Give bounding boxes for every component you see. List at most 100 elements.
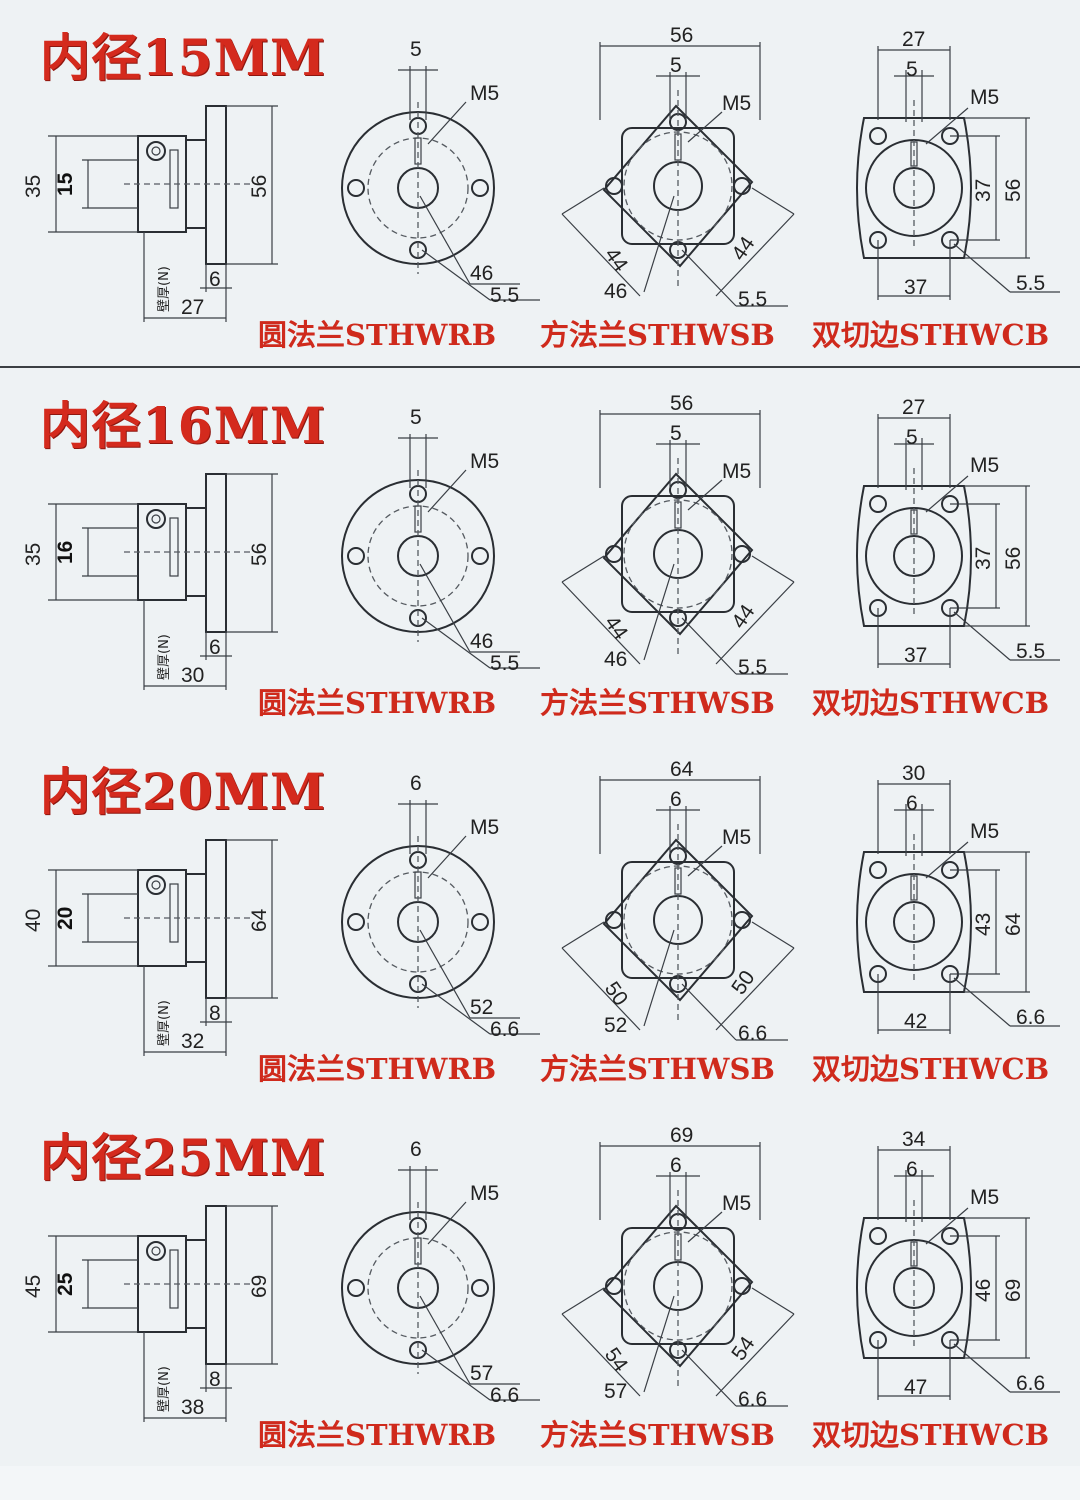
slot-width-label: 6 bbox=[906, 1158, 918, 1181]
mount-hole-label: 5.5 bbox=[1016, 640, 1045, 663]
hole-spacing-label: 46 bbox=[972, 1279, 995, 1302]
bottom-spacing-label: 37 bbox=[904, 276, 927, 299]
mount-hole-label: 5.5 bbox=[738, 288, 767, 311]
set-screw-label: M5 bbox=[970, 820, 999, 843]
flange-width-label: 34 bbox=[902, 1128, 926, 1151]
slot-width-label: 6 bbox=[906, 792, 918, 815]
mount-hole-label: 6.6 bbox=[490, 1018, 519, 1041]
bolt-circle-label: 57 bbox=[604, 1380, 627, 1403]
flange-height-label: 64 bbox=[248, 908, 271, 932]
slot-width-label: 6 bbox=[670, 788, 682, 811]
set-screw-label: M5 bbox=[470, 450, 499, 473]
bolt-circle-label: 46 bbox=[604, 280, 627, 303]
wall-thickness-label: 壁厚(N) bbox=[157, 266, 172, 312]
body-length-label: 27 bbox=[181, 296, 204, 319]
double-cut-flange-caption: 双切边STHWCB bbox=[812, 318, 1050, 352]
flange-height-label: 64 bbox=[1002, 912, 1025, 936]
square-flange-caption: 方法兰STHWSB bbox=[540, 686, 775, 720]
slot-width-label: 5 bbox=[670, 54, 682, 77]
flange-thickness-label: 8 bbox=[209, 1368, 221, 1391]
mount-hole-label: 5.5 bbox=[1016, 272, 1045, 295]
body-length-label: 38 bbox=[181, 1396, 204, 1419]
flange-height-label: 69 bbox=[248, 1275, 271, 1298]
set-screw-label: M5 bbox=[722, 826, 751, 849]
flange-width-label: 27 bbox=[902, 28, 925, 51]
flange-width-label: 69 bbox=[670, 1124, 693, 1147]
bore-diameter-label: 25 bbox=[54, 1272, 77, 1296]
double-cut-flange-caption: 双切边STHWCB bbox=[812, 1052, 1050, 1086]
diagonal-right-label: 54 bbox=[727, 1332, 759, 1365]
flange-width-label: 30 bbox=[902, 762, 925, 785]
flange-thickness-label: 8 bbox=[209, 1002, 221, 1025]
slot-width-label: 6 bbox=[410, 1138, 422, 1161]
round-flange-drawing: 6M5 526.6 bbox=[341, 772, 540, 1041]
set-screw-label: M5 bbox=[722, 1192, 751, 1215]
hole-spacing-label: 37 bbox=[972, 179, 995, 202]
set-screw-label: M5 bbox=[470, 82, 499, 105]
mount-hole-label: 6.6 bbox=[1016, 1006, 1045, 1029]
diagonal-right-label: 44 bbox=[727, 232, 759, 265]
flange-width-label: 56 bbox=[670, 392, 693, 415]
diagonal-left-label: 54 bbox=[600, 1344, 632, 1377]
mount-hole-label: 6.6 bbox=[738, 1388, 767, 1411]
round-flange-caption: 圆法兰STHWRB bbox=[258, 1052, 497, 1086]
bolt-circle-label: 52 bbox=[470, 996, 493, 1019]
set-screw-label: M5 bbox=[970, 1186, 999, 1209]
outer-diameter-label: 35 bbox=[22, 175, 45, 198]
set-screw-label: M5 bbox=[470, 1182, 499, 1205]
panel-title: 内径20MM bbox=[40, 762, 327, 821]
bore-diameter-label: 16 bbox=[54, 541, 77, 564]
bolt-circle-label: 46 bbox=[470, 262, 493, 285]
wall-thickness-label: 壁厚(N) bbox=[157, 1000, 172, 1046]
set-screw-label: M5 bbox=[722, 460, 751, 483]
set-screw-label: M5 bbox=[470, 816, 499, 839]
diagonal-left-label: 44 bbox=[600, 244, 632, 277]
double-cut-flange-drawing: 34 6M5 46 69 47 6.6 bbox=[856, 1128, 1060, 1400]
bolt-circle-label: 46 bbox=[604, 648, 627, 671]
bore-diameter-label: 20 bbox=[54, 907, 77, 930]
hole-spacing-label: 43 bbox=[972, 913, 995, 936]
bolt-circle-label: 52 bbox=[604, 1014, 627, 1037]
bottom-spacing-label: 47 bbox=[904, 1376, 927, 1399]
body-length-label: 30 bbox=[181, 664, 204, 687]
hole-spacing-label: 37 bbox=[972, 547, 995, 570]
square-flange-caption: 方法兰STHWSB bbox=[540, 1052, 775, 1086]
outer-diameter-label: 35 bbox=[22, 543, 45, 566]
diagonal-left-label: 44 bbox=[600, 612, 632, 645]
slot-width-label: 6 bbox=[410, 772, 422, 795]
bore-diameter-label: 15 bbox=[54, 172, 77, 196]
flange-thickness-label: 6 bbox=[209, 636, 221, 659]
set-screw-label: M5 bbox=[970, 86, 999, 109]
flange-height-label: 69 bbox=[1002, 1279, 1025, 1302]
flange-height-label: 56 bbox=[248, 543, 271, 566]
panel-title: 内径16MM bbox=[40, 396, 327, 455]
round-flange-caption: 圆法兰STHWRB bbox=[258, 318, 497, 352]
flange-width-label: 27 bbox=[902, 396, 925, 419]
outer-diameter-label: 40 bbox=[22, 909, 45, 932]
slot-width-label: 5 bbox=[410, 406, 422, 429]
slot-width-label: 5 bbox=[906, 426, 918, 449]
diagonal-right-label: 44 bbox=[727, 600, 759, 633]
mount-hole-label: 6.6 bbox=[1016, 1372, 1045, 1395]
flange-height-label: 56 bbox=[1002, 179, 1025, 202]
set-screw-label: M5 bbox=[722, 92, 751, 115]
flange-height-label: 56 bbox=[248, 175, 271, 198]
